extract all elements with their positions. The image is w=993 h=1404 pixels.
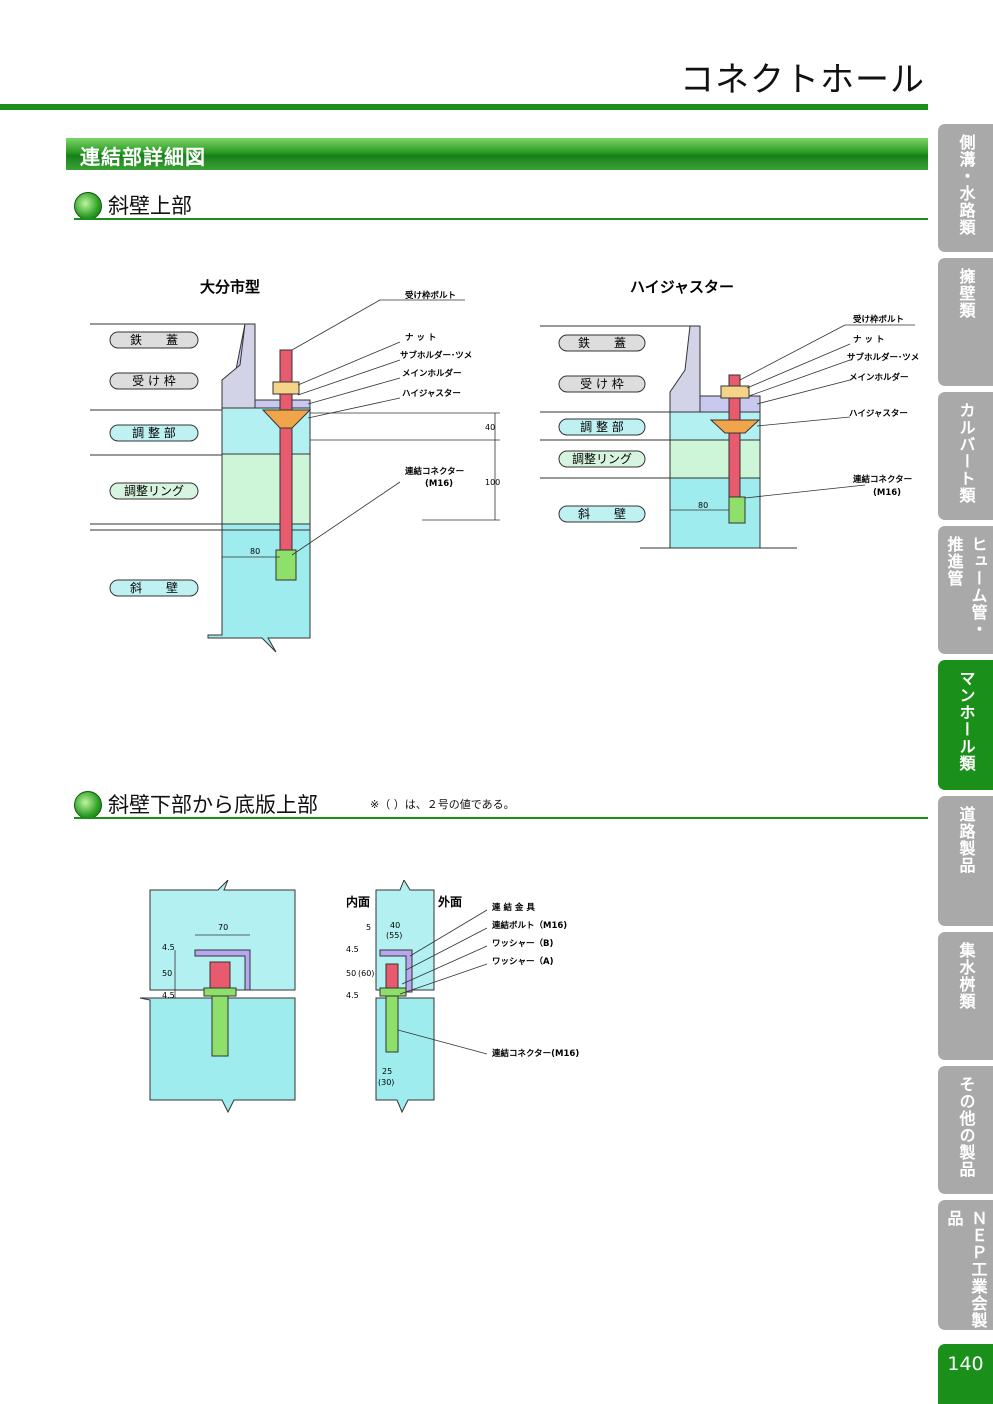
layer-label: 斜 壁	[130, 580, 178, 595]
layer-label: 斜 壁	[578, 506, 626, 521]
page-number: 140	[938, 1344, 993, 1404]
callout-label: メインホルダー	[402, 368, 462, 379]
layer-label: 受 け 枠	[580, 377, 624, 391]
dimension-label: 80	[250, 547, 260, 556]
diagram-base-cross-section: 内面 外面 連 結 金 具 連結ボルト（M16) ワッシャー（B) ワッシャー（…	[346, 880, 579, 1114]
side-tab-gutters[interactable]: 側溝・水路類	[938, 124, 993, 252]
dimension-label: 4.5	[162, 943, 175, 952]
side-tab-other-products[interactable]: その他の製品	[938, 1066, 993, 1194]
side-tab-nep-products[interactable]: ＮＥＰ工業会製品	[938, 1200, 993, 1330]
callout-label: ワッシャー（A)	[492, 956, 554, 967]
callout-label: サブホルダー･ツメ	[847, 352, 919, 363]
dimension-label: (55)	[386, 931, 402, 940]
callout-label: ナ ッ ト	[853, 335, 884, 345]
layer-label: 鉄 蓋	[130, 332, 178, 347]
title-rule	[0, 104, 928, 110]
diagram-title: ハイジャスター	[630, 278, 734, 296]
side-tab-retaining-walls[interactable]: 擁壁類	[938, 258, 993, 386]
callout-label: 連 結 金 具	[492, 902, 535, 913]
dimension-label: (30)	[378, 1078, 394, 1087]
side-tab-hume-pipes[interactable]: ヒューム管・推進管	[938, 526, 993, 654]
dimension-label: 4.5	[162, 991, 175, 1000]
inner-label: 内面	[346, 894, 370, 909]
dimension-label: 50	[162, 969, 172, 978]
callout-label: 連結コネクター	[405, 466, 464, 477]
callout-label: ハイジャスター	[849, 408, 908, 419]
callout-label: 受け枠ボルト	[405, 290, 456, 301]
green-bullet-icon	[74, 791, 102, 819]
dimension-label: 25	[382, 1067, 392, 1076]
dimension-label: 50	[346, 969, 356, 978]
callout-label: 連結コネクター	[853, 474, 912, 485]
callout-label: メインホルダー	[849, 372, 909, 383]
layer-label: 鉄 蓋	[578, 335, 626, 350]
callout-label: 連結コネクター(M16)	[492, 1048, 579, 1059]
diagram-hi-jaster: ハイジャスター 鉄 蓋 受 け 枠 調 整 部 調整リング 斜 壁 受け枠ボルト	[540, 278, 919, 549]
green-bullet-icon	[74, 192, 102, 220]
layer-label: 調 整 部	[132, 425, 176, 440]
dimension-label: 100	[485, 478, 500, 487]
callout-label: サブホルダー･ツメ	[400, 350, 472, 361]
dimension-label: 70	[218, 923, 228, 932]
dimension-label: 40	[485, 423, 495, 432]
callout-label: (M16)	[873, 488, 901, 498]
dimension-label: 80	[698, 501, 708, 510]
callout-label: ワッシャー（B)	[492, 938, 553, 949]
subsection-title: 斜壁上部	[108, 194, 192, 218]
layer-label: 受 け 枠	[132, 374, 176, 388]
callout-label: ハイジャスター	[402, 388, 461, 399]
dimension-label: 40	[390, 921, 400, 930]
layer-label: 調 整 部	[580, 419, 624, 434]
dimension-label: 4.5	[346, 945, 359, 954]
diagram-base-detail: 70 4.5 50 4.5	[140, 880, 296, 1114]
side-tab-road-products[interactable]: 道路製品	[938, 796, 993, 926]
subsection-rule	[74, 218, 928, 220]
callout-label: 受け枠ボルト	[853, 314, 904, 325]
dimension-label: (60)	[358, 969, 374, 978]
subsection-rule	[74, 817, 928, 819]
diagram-oita-type: 大分市型 鉄 蓋 受 け 枠 調 整 部 調整リング 斜 壁	[90, 278, 500, 653]
dimension-label: 5	[366, 923, 371, 932]
side-tab-culverts[interactable]: カルバート類	[938, 392, 993, 520]
subsection-title: 斜壁下部から底版上部	[108, 793, 318, 817]
layer-label: 調整リング	[124, 483, 184, 498]
dimension-label: 4.5	[346, 991, 359, 1000]
side-tab-catch-basins[interactable]: 集水桝類	[938, 932, 993, 1060]
callout-label: (M16)	[425, 479, 453, 489]
callout-label: 連結ボルト（M16)	[492, 920, 567, 931]
diagram-title: 大分市型	[200, 278, 260, 296]
side-tab-manholes[interactable]: マンホール類	[938, 660, 993, 790]
callout-label: ナ ッ ト	[405, 333, 436, 343]
outer-label: 外面	[438, 894, 462, 909]
page-title: コネクトホール	[680, 60, 925, 100]
note-text: ※（ ）は、２号の値である。	[370, 798, 515, 811]
layer-label: 調整リング	[572, 451, 632, 466]
section-heading-bar: 連結部詳細図	[66, 138, 928, 170]
layer-labels: 鉄 蓋 受 け 枠 調 整 部 調整リング 斜 壁	[109, 331, 199, 597]
section-heading: 連結部詳細図	[80, 145, 206, 169]
